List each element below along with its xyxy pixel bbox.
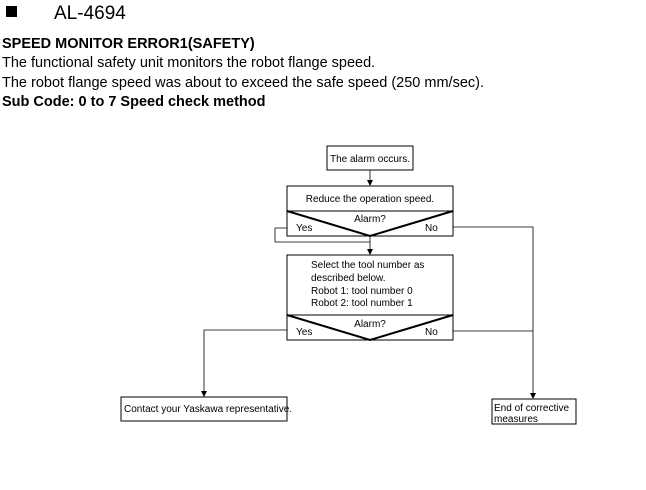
decision2-question: Alarm? [354,319,386,330]
end-line-2: measures [494,414,538,425]
contact-box: Contact your Yaskawa representative. [120,396,292,422]
sub-code: Sub Code: 0 to 7 Speed check method [2,94,266,110]
contact-label: Contact your Yaskawa representative. [124,404,292,415]
end-line-1: End of corrective [494,403,569,414]
description-line-1: The functional safety unit monitors the … [2,55,376,71]
start-label: The alarm occurs. [330,154,410,165]
decision2-no: No [425,327,438,338]
step1-label: Reduce the operation speed. [306,194,434,205]
decision2-diamond: Alarm? Yes No [286,314,454,342]
connector-decision2-yes [201,329,287,397]
end-box: End of corrective measures [491,398,577,425]
connector-decision1-yes [274,227,370,243]
decision1-yes: Yes [296,223,312,234]
header-square-bullet [6,6,17,17]
step2-box: Select the tool number as described belo… [286,254,454,341]
connector-decision1-no [453,226,536,399]
start-box: The alarm occurs. [326,145,414,171]
step2-line-1: Select the tool number as [311,260,424,271]
error-title: SPEED MONITOR ERROR1(SAFETY) [2,36,255,52]
decision1-no: No [425,223,438,234]
alarm-code: AL-4694 [54,3,126,24]
step2-line-3: Robot 1: tool number 0 [311,286,413,297]
step2-line-4: Robot 2: tool number 1 [311,298,413,309]
decision2-yes: Yes [296,327,312,338]
decision1-question: Alarm? [354,214,386,225]
step2-line-2: described below. [311,273,386,284]
description-line-2: The robot flange speed was about to exce… [2,75,485,91]
